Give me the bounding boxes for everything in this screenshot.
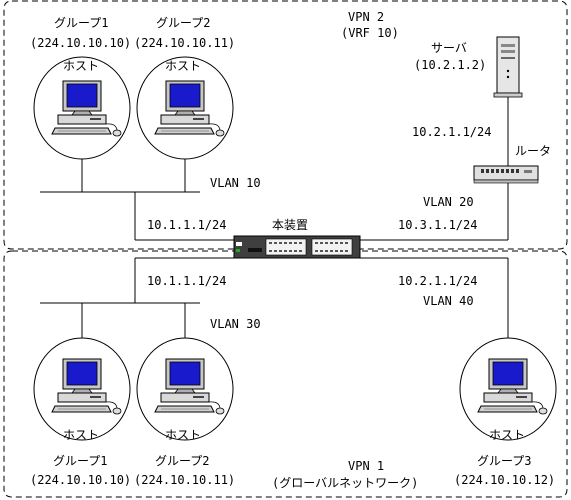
top-g2-pc-icon [154, 80, 225, 137]
top-g2-group-label: グループ2 [156, 16, 211, 30]
vlan30-if-ip: 10.1.1.1/24 [147, 274, 226, 288]
bot-g3-host-label: ホスト [489, 428, 525, 442]
vlan40-if-ip: 10.2.1.1/24 [398, 274, 477, 288]
vlan10-if-ip: 10.1.1.1/24 [147, 218, 226, 232]
switch-icon [233, 235, 361, 259]
bot-g1-address: (224.10.10.10) [30, 473, 131, 487]
bot-g2-host-label: ホスト [165, 428, 201, 442]
bot-g2-group-label: グループ2 [155, 454, 210, 468]
bot-g3-host-circle [459, 337, 557, 441]
vpn1-subtitle: (グローバルネットワーク) [272, 476, 418, 490]
top-g2-address: (224.10.10.11) [134, 36, 235, 50]
vpn1-title: VPN 1 [348, 459, 384, 473]
bot-g2-host-circle [136, 337, 234, 441]
bot-g3-pc-icon [477, 358, 548, 415]
vpn1-boundary [3, 250, 568, 498]
bot-g2-pc-icon [154, 358, 225, 415]
vpn2-boundary [3, 0, 568, 250]
router-label: ルータ [515, 144, 551, 158]
bot-g1-pc-icon [51, 358, 122, 415]
bot-g1-host-circle [33, 337, 131, 441]
vlan10-label: VLAN 10 [210, 176, 261, 190]
vpn2-subtitle: (VRF 10) [341, 26, 399, 40]
top-g2-host-label: ホスト [165, 59, 201, 73]
bot-g3-address: (224.10.10.12) [454, 473, 555, 487]
bot-g2-address: (224.10.10.11) [134, 473, 235, 487]
vlan20-if-ip: 10.3.1.1/24 [398, 218, 477, 232]
server-ip: (10.2.1.2) [414, 58, 486, 72]
vpn2-title: VPN 2 [348, 10, 384, 24]
bot-g1-group-label: グループ1 [53, 454, 108, 468]
top-g1-host-label: ホスト [63, 59, 99, 73]
switch-label: 本装置 [272, 218, 308, 232]
server-icon [493, 36, 523, 98]
vlan20-label: VLAN 20 [423, 195, 474, 209]
top-g1-pc-icon [51, 80, 122, 137]
vlan30-label: VLAN 30 [210, 317, 261, 331]
vlan40-label: VLAN 40 [423, 294, 474, 308]
top-g1-group-label: グループ1 [54, 16, 109, 30]
server-label: サーバ [431, 41, 467, 55]
bot-g1-host-label: ホスト [63, 428, 99, 442]
bot-g3-group-label: グループ3 [477, 454, 532, 468]
router-up-ip: 10.2.1.1/24 [412, 125, 491, 139]
top-g1-address: (224.10.10.10) [30, 36, 131, 50]
router-icon [473, 165, 539, 184]
